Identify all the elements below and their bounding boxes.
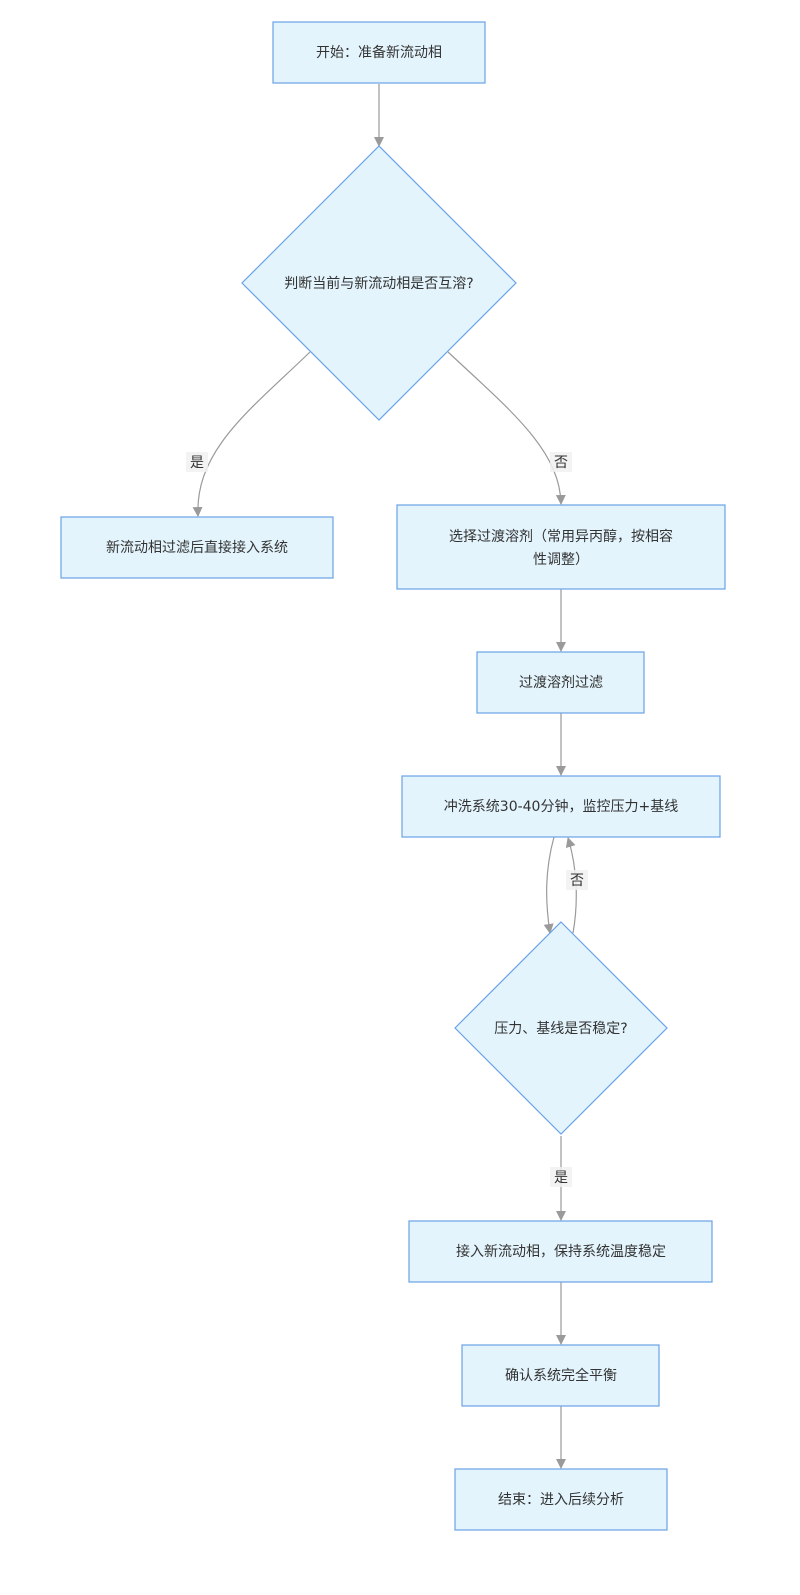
edge-labels: 是 否 否 是 [186,452,588,1187]
node-confirm-balance: 确认系统完全平衡 [461,1344,660,1407]
node-connect-new-label: 接入新流动相，保持系统温度稳定 [456,1243,666,1260]
node-direct-connect: 新流动相过滤后直接接入系统 [60,516,334,579]
node-end-label: 结束：进入后续分析 [498,1491,624,1508]
node-judge-miscible-label: 判断当前与新流动相是否互溶? [284,275,473,292]
node-flush-system-label: 冲洗系统30-40分钟，监控压力+基线 [444,798,678,815]
edge-judge-to-direct [192,351,311,517]
node-flush-system: 冲洗系统30-40分钟，监控压力+基线 [401,775,721,838]
edges [192,84,577,1469]
node-direct-connect-label: 新流动相过滤后直接接入系统 [106,539,288,556]
node-judge-stable: 压力、基线是否稳定? [454,921,668,1135]
edge-label-no-transition: 否 [554,455,568,471]
edge-judge-to-transition [447,351,566,505]
node-judge-stable-label: 压力、基线是否稳定? [494,1020,627,1037]
node-filter-transition-label: 过渡溶剂过滤 [519,675,603,691]
node-confirm-balance-label: 确认系统完全平衡 [505,1367,617,1384]
node-transition-solvent: 选择过渡溶剂（常用异丙醇，按相容 性调整） [396,504,726,590]
edge-label-bg-no-reflush [566,870,588,890]
node-connect-new: 接入新流动相，保持系统温度稳定 [408,1220,713,1283]
edge-label-yes-direct: 是 [190,455,204,471]
node-start-label: 开始：准备新流动相 [316,44,442,61]
node-judge-miscible: 判断当前与新流动相是否互溶? [241,145,517,421]
node-transition-solvent-label-line1: 选择过渡溶剂（常用异丙醇，按相容 [449,528,673,545]
edge-label-no-reflush: 否 [570,873,584,889]
node-transition-solvent-label-line2: 性调整） [533,552,589,568]
edge-label-bg-yes-connect [550,1167,572,1187]
node-filter-transition: 过渡溶剂过滤 [476,651,645,714]
node-start: 开始：准备新流动相 [272,21,486,84]
edge-label-yes-connect: 是 [554,1170,568,1186]
edge-flush-to-judge-stable [543,836,555,934]
edge-label-bg-no-transition [550,452,572,472]
edge-label-bg-yes-direct [186,452,208,472]
node-end: 结束：进入后续分析 [454,1468,668,1531]
